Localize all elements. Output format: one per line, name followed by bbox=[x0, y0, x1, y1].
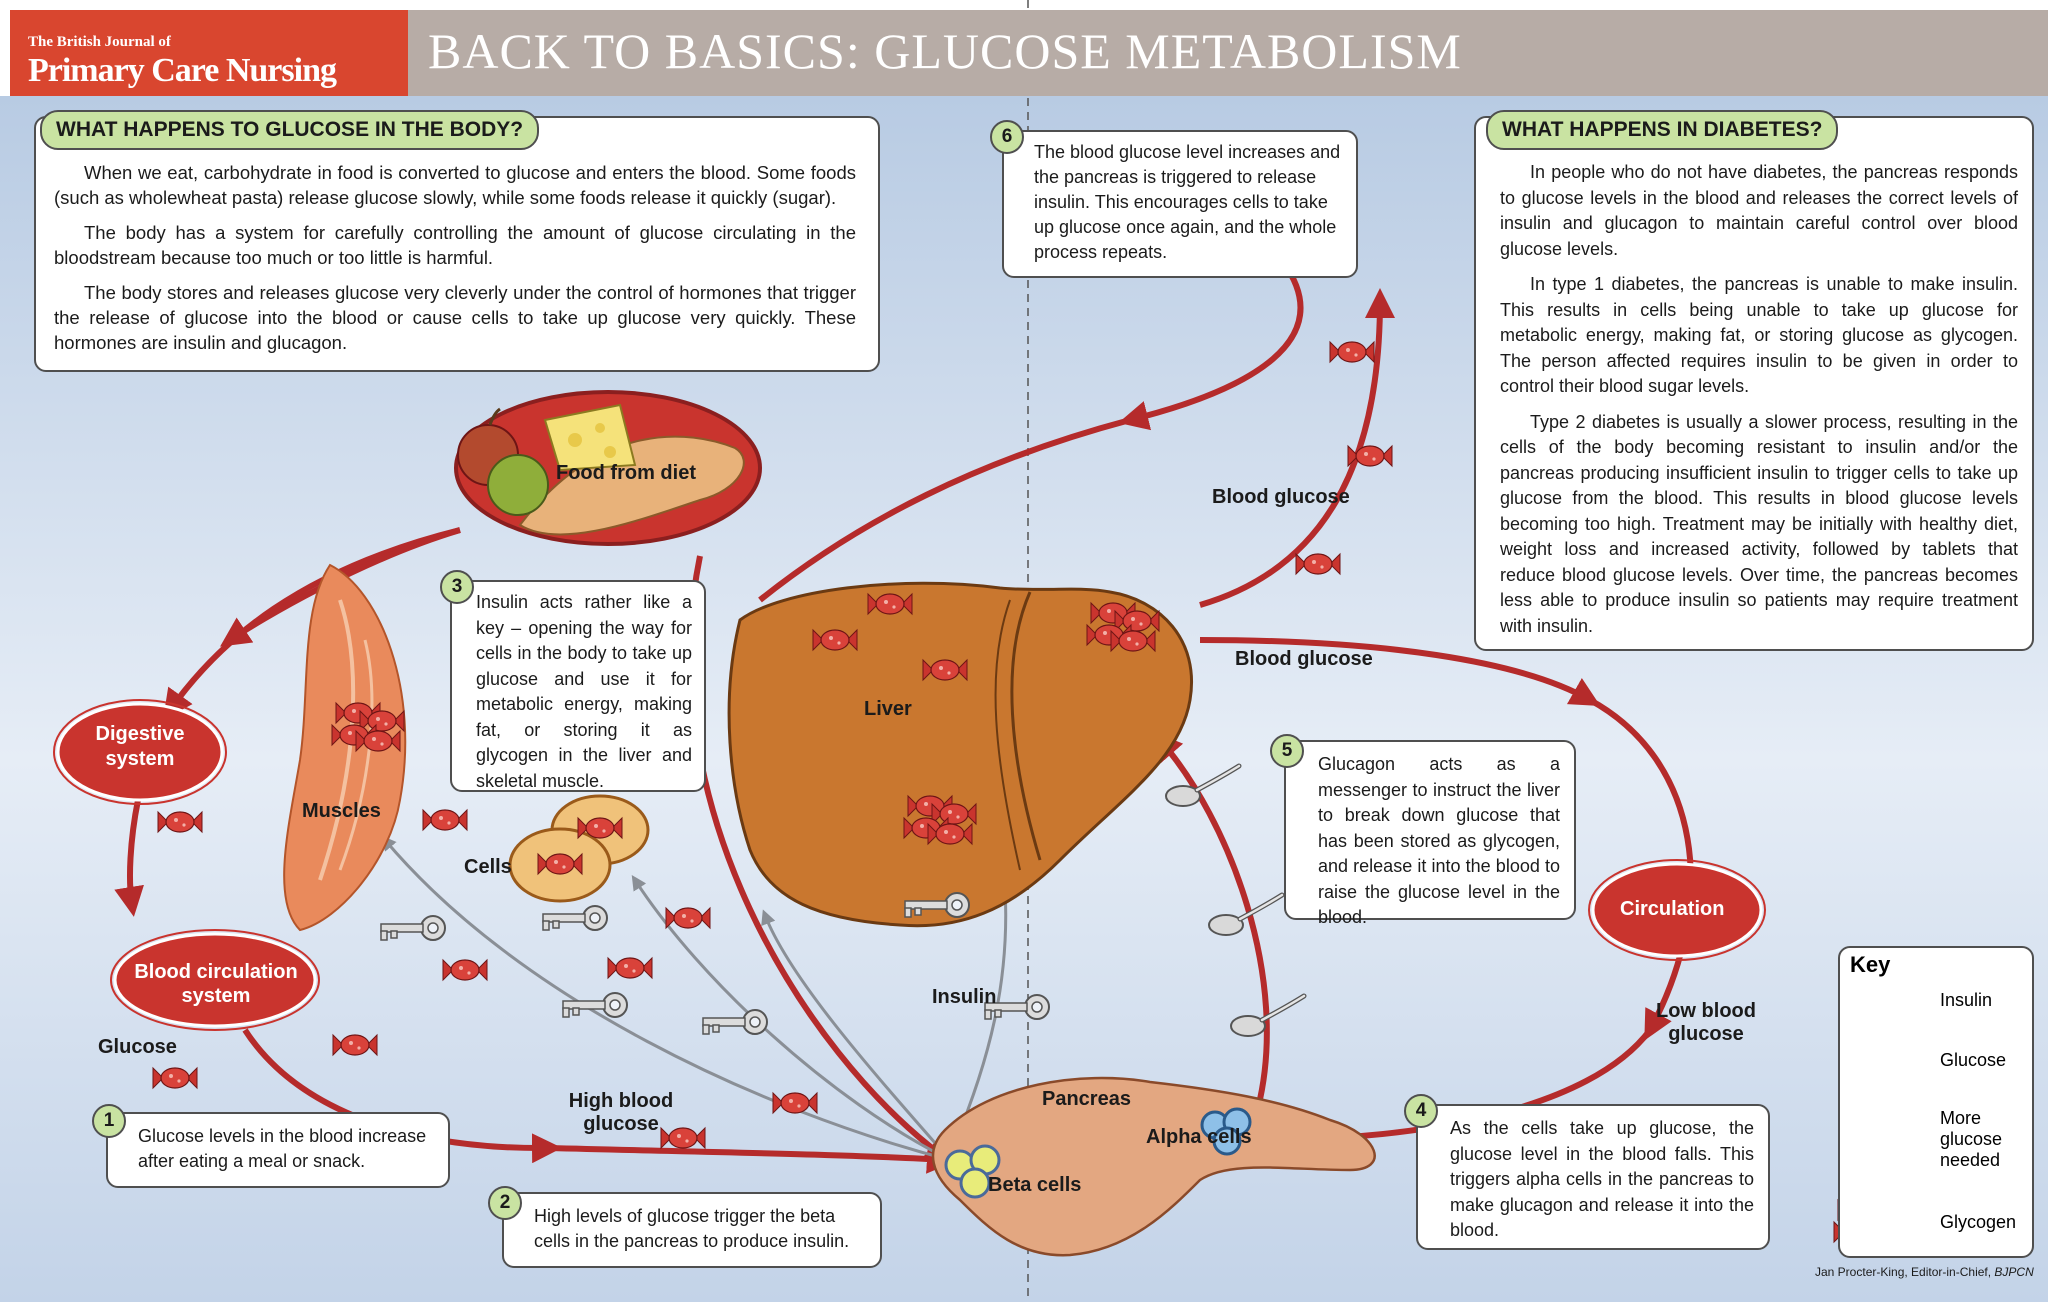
page-title: BACK TO BASICS: GLUCOSE METABOLISM bbox=[428, 23, 1462, 79]
label-insulin: Insulin bbox=[932, 986, 997, 1008]
label-alpha-cells: Alpha cells bbox=[1146, 1126, 1252, 1148]
body-paragraph-2: The body has a system for carefully cont… bbox=[54, 222, 856, 268]
label-cells: Cells bbox=[464, 856, 512, 878]
step-3-number: 3 bbox=[440, 570, 474, 604]
glucose-in-body-box: When we eat, carbohydrate in food is con… bbox=[34, 116, 880, 372]
label-circulation: Circulation bbox=[1620, 898, 1725, 920]
step-4-box: As the cells take up glucose, the glucos… bbox=[1416, 1104, 1770, 1250]
diabetes-paragraph-1: In people who do not have diabetes, the … bbox=[1500, 162, 2018, 259]
label-blood-glucose-mid: Blood glucose bbox=[1235, 648, 1373, 670]
label-digestive-system: Digestive system bbox=[95, 723, 185, 770]
label-glucose: Glucose bbox=[98, 1036, 177, 1058]
step-4-text: As the cells take up glucose, the glucos… bbox=[1450, 1118, 1754, 1240]
label-blood-glucose-top: Blood glucose bbox=[1212, 486, 1350, 508]
step-1-box: Glucose levels in the blood increase aft… bbox=[106, 1112, 450, 1188]
step-2-text: High levels of glucose trigger the beta … bbox=[534, 1206, 850, 1251]
diabetes-paragraph-3: Type 2 diabetes is usually a slower proc… bbox=[1500, 411, 2018, 636]
journal-logo: The British Journal of Primary Care Nurs… bbox=[10, 10, 408, 96]
header-band bbox=[408, 10, 2048, 96]
label-muscles: Muscles bbox=[302, 800, 381, 822]
diabetes-paragraph-2: In type 1 diabetes, the pancreas is unab… bbox=[1500, 274, 2018, 396]
step-3-text: Insulin acts rather like a key – opening… bbox=[476, 592, 692, 791]
label-pancreas: Pancreas bbox=[1042, 1088, 1131, 1110]
label-blood-circulation-system: Blood circulation system bbox=[134, 961, 298, 1007]
credit-journal: BJPCN bbox=[1994, 1265, 2034, 1279]
key-title: Key bbox=[1850, 952, 1891, 977]
step-6-number: 6 bbox=[990, 120, 1024, 154]
step-6-box: The blood glucose level increases and th… bbox=[1002, 130, 1358, 278]
journal-name: Primary Care Nursing bbox=[28, 52, 337, 89]
step-2-box: High levels of glucose trigger the beta … bbox=[502, 1192, 882, 1268]
credit-name: Jan Procter-King, bbox=[1815, 1265, 1912, 1279]
step-1-text: Glucose levels in the blood increase aft… bbox=[138, 1126, 427, 1171]
step-5-box: Glucagon acts as a messenger to instruct… bbox=[1284, 740, 1576, 927]
label-beta-cells: Beta cells bbox=[988, 1174, 1082, 1196]
label-liver: Liver bbox=[864, 698, 912, 720]
step-3-box: Insulin acts rather like a key – opening… bbox=[450, 580, 706, 792]
credit-line: Jan Procter-King, Editor-in-Chief, BJPCN bbox=[1815, 1265, 2034, 1279]
key-item-insulin: Insulin bbox=[1940, 990, 1993, 1010]
diabetes-heading: WHAT HAPPENS IN DIABETES? bbox=[1486, 110, 1839, 150]
key-legend: Key Insulin Glucose More glucose needed … bbox=[1838, 946, 2034, 1258]
step-4-number: 4 bbox=[1404, 1094, 1438, 1128]
credit-role: Editor-in-Chief, bbox=[1911, 1265, 1995, 1279]
key-item-more-glucose-needed: More glucose needed bbox=[1940, 1108, 2003, 1170]
step-2-number: 2 bbox=[488, 1186, 522, 1220]
diabetes-box: In people who do not have diabetes, the … bbox=[1474, 116, 2034, 651]
journal-small-title: The British Journal of bbox=[28, 34, 171, 50]
key-item-glycogen: Glycogen bbox=[1940, 1212, 2017, 1232]
step-5-number: 5 bbox=[1270, 734, 1304, 768]
step-5-text: Glucagon acts as a messenger to instruct… bbox=[1318, 754, 1560, 927]
label-low-blood-glucose: Low blood glucose bbox=[1656, 1000, 1756, 1045]
label-high-blood-glucose: High blood glucose bbox=[568, 1090, 674, 1135]
body-paragraph-1: When we eat, carbohydrate in food is con… bbox=[54, 162, 856, 208]
step-6-text: The blood glucose level increases and th… bbox=[1034, 142, 1341, 262]
step-1-number: 1 bbox=[92, 1104, 126, 1138]
body-paragraph-3: The body stores and releases glucose ver… bbox=[54, 282, 856, 353]
key-item-glucose: Glucose bbox=[1940, 1050, 2007, 1070]
glucose-in-body-heading: WHAT HAPPENS TO GLUCOSE IN THE BODY? bbox=[40, 110, 540, 150]
label-food-from-diet: Food from diet bbox=[556, 462, 696, 484]
